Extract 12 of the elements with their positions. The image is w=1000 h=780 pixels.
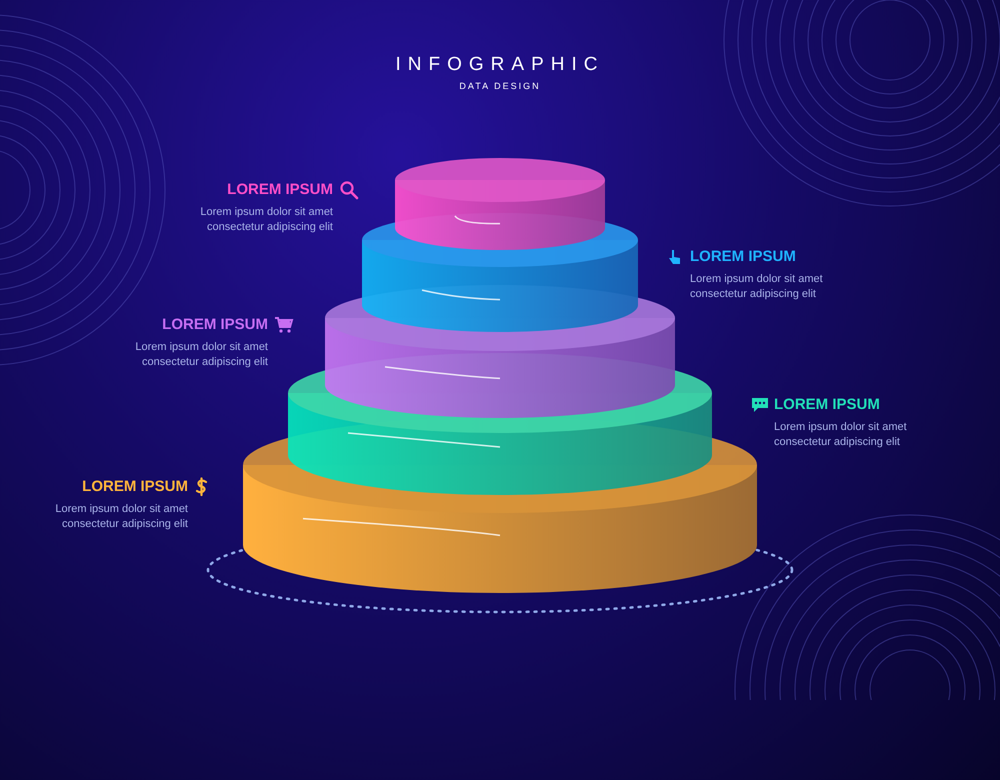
- heading: LOREM IPSUM: [774, 396, 880, 413]
- description: Lorem ipsum dolor sit amet consectetur adipiscing elit: [134, 340, 268, 370]
- heading: LOREM IPSUM: [82, 478, 188, 495]
- description: Lorem ipsum dolor sit amet consectetur adipiscing elit: [54, 502, 188, 532]
- description: Lorem ipsum dolor sit amet consectetur adipiscing elit: [774, 420, 908, 450]
- heading: LOREM IPSUM: [690, 248, 796, 265]
- subtitle: DATA DESIGN: [458, 81, 542, 91]
- heading: LOREM IPSUM: [227, 181, 333, 198]
- description: Lorem ipsum dolor sit amet consectetur adipiscing elit: [199, 205, 333, 235]
- title: INFOGRAPHIC: [394, 54, 606, 76]
- description: Lorem ipsum dolor sit amet consectetur adipiscing elit: [690, 272, 824, 302]
- heading: LOREM IPSUM: [162, 316, 268, 333]
